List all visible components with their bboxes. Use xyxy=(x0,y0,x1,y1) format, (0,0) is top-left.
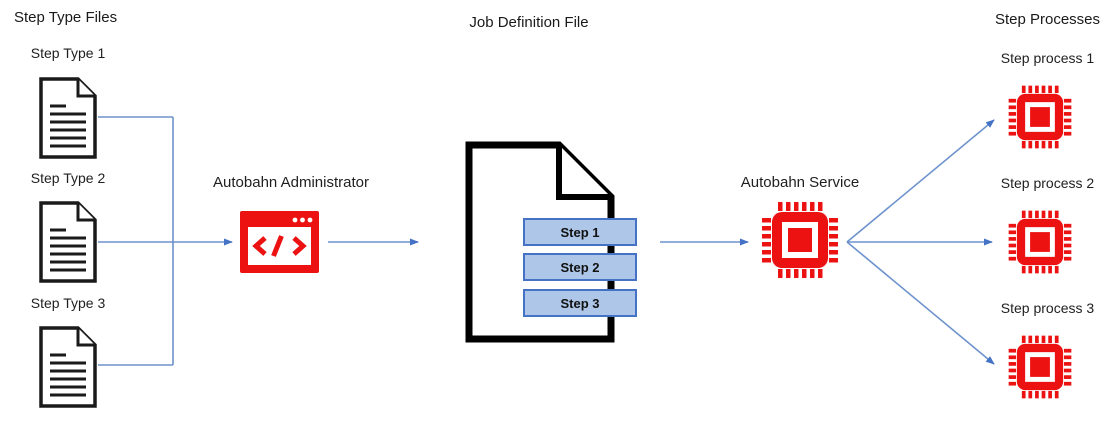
step-type-3-label: Step Type 3 xyxy=(30,295,106,311)
step-process-1-label: Step process 1 xyxy=(1000,50,1095,66)
step-3-box: Step 3 xyxy=(523,289,637,317)
step-1-box: Step 1 xyxy=(523,218,637,246)
code-window-icon xyxy=(240,211,319,273)
step-process-3-label: Step process 3 xyxy=(1000,300,1095,316)
step-type-3-file xyxy=(38,325,98,414)
step-type-files-title: Step Type Files xyxy=(14,9,118,26)
step-type-2-file xyxy=(38,200,98,289)
administrator-label: Autobahn Administrator xyxy=(213,174,369,191)
document-icon xyxy=(39,326,97,408)
service-label: Autobahn Service xyxy=(740,174,860,191)
step-processes-title: Step Processes xyxy=(994,11,1101,28)
step-process-2-label: Step process 2 xyxy=(1000,175,1095,191)
step-type-1-file xyxy=(38,76,98,165)
step-type-1-label: Step Type 1 xyxy=(30,45,106,61)
job-definition-file-title: Job Definition File xyxy=(469,14,589,31)
step-type-2-label: Step Type 2 xyxy=(30,170,106,186)
document-icon xyxy=(39,201,97,283)
document-icon xyxy=(39,77,97,159)
step-2-box: Step 2 xyxy=(523,253,637,281)
